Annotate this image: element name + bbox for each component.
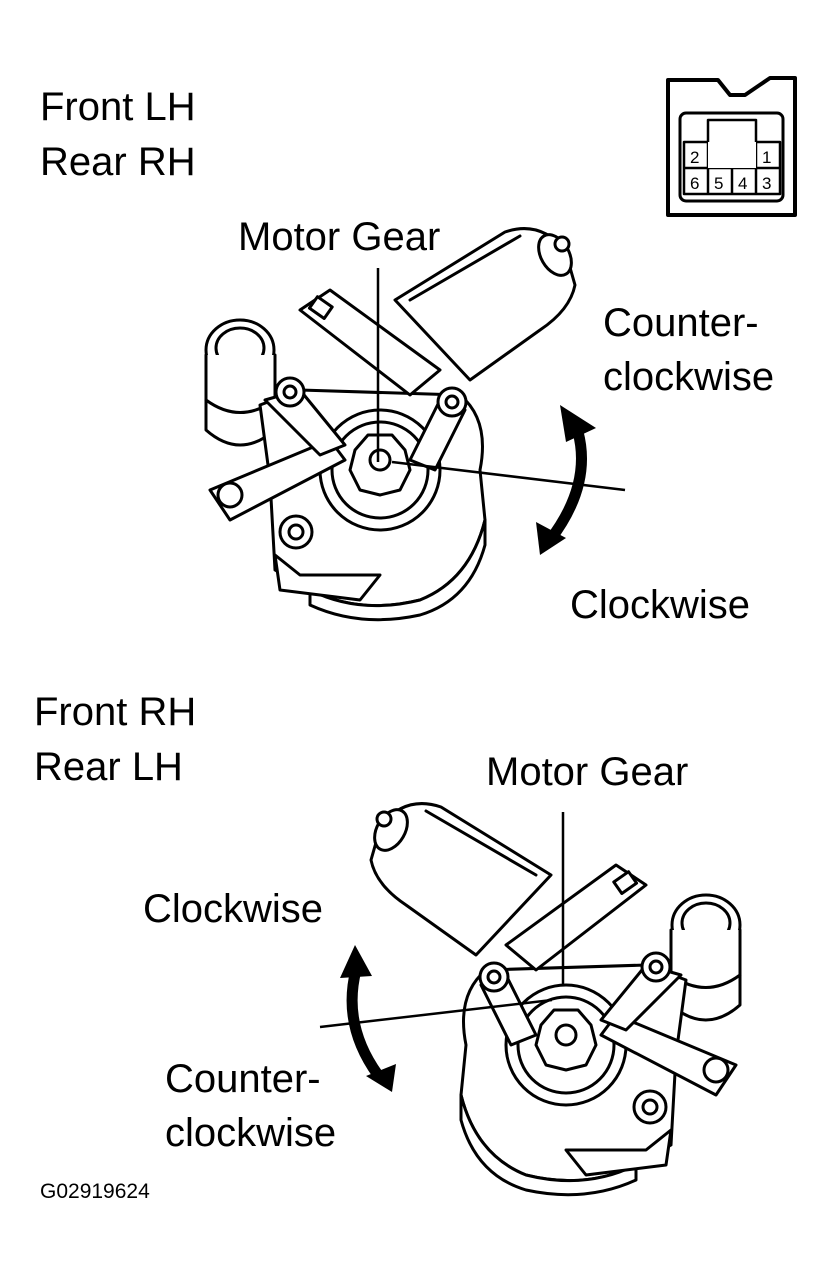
- figure-code: G02919624: [40, 1180, 150, 1203]
- pin-6: 6: [690, 174, 699, 193]
- top-heading-line1: Front LH: [40, 85, 196, 129]
- top-counterclockwise-line1: Counter-: [603, 301, 759, 345]
- top-heading-line2: Rear RH: [40, 140, 196, 184]
- rotation-arrow-icon-top: [536, 405, 596, 555]
- pin-4: 4: [738, 174, 747, 193]
- window-motor-drawing-top: [204, 227, 580, 622]
- top-gear-pointer: [391, 460, 626, 492]
- pin-3: 3: [762, 174, 771, 193]
- pin-5: 5: [714, 174, 723, 193]
- top-clockwise-label: Clockwise: [570, 583, 751, 627]
- bottom-counterclockwise-line2: clockwise: [165, 1111, 337, 1155]
- window-motor-drawing-bottom: [366, 802, 742, 1197]
- bottom-clockwise-label: Clockwise: [143, 887, 324, 931]
- bottom-heading-line2: Rear LH: [34, 745, 183, 789]
- bottom-counterclockwise-line1: Counter-: [165, 1057, 321, 1101]
- pin-1: 1: [762, 148, 771, 167]
- top-motor-gear-label: Motor Gear: [238, 215, 441, 259]
- bottom-heading-line1: Front RH: [34, 690, 197, 734]
- top-counterclockwise-line2: clockwise: [603, 355, 775, 399]
- bottom-motor-gear-label: Motor Gear: [486, 750, 689, 794]
- rotation-arrow-icon-bottom: [340, 945, 396, 1092]
- pin-2: 2: [690, 148, 699, 167]
- connector-icon: [666, 76, 797, 217]
